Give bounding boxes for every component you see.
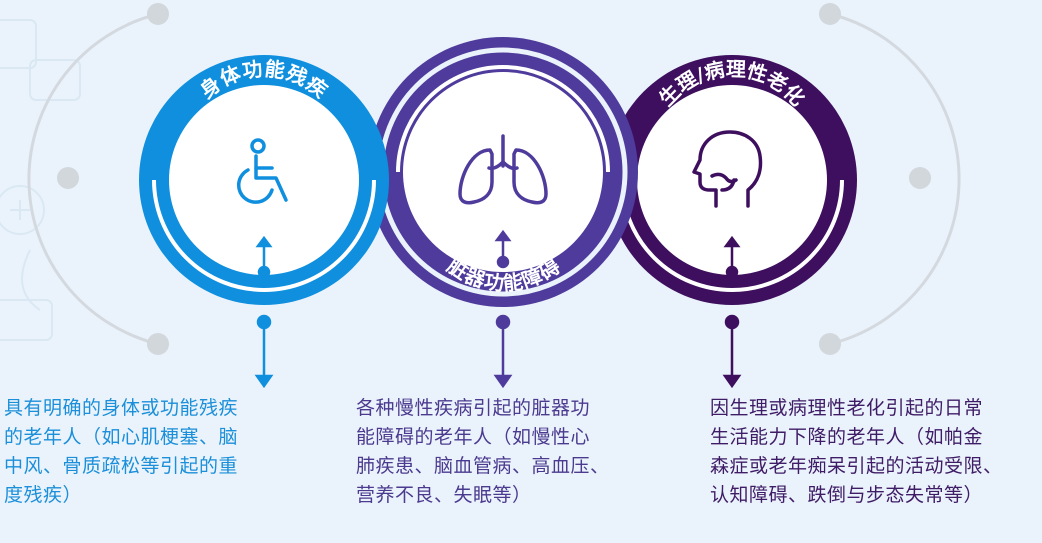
description-line: 能障碍的老年人（如慢性心 — [356, 426, 591, 448]
connector-physical — [254, 235, 274, 389]
description-line: 度残疾） — [4, 484, 83, 506]
description-organ: 各种慢性疾病引起的脏器功 能障碍的老年人（如慢性心 肺疾患、脑血管病、高血压、 … — [356, 394, 610, 510]
description-line: 的老年人（如心肌梗塞、脑 — [4, 426, 239, 448]
description-physical: 具有明确的身体或功能残疾 的老年人（如心肌梗塞、脑 中风、骨质疏松等引起的重 度… — [4, 394, 238, 510]
outer-track — [27, 12, 961, 346]
head-profile-icon — [692, 130, 763, 208]
lungs-icon — [458, 134, 548, 205]
connector-aging — [722, 235, 742, 389]
circle-physical — [139, 55, 389, 305]
description-line: 认知障碍、跌倒与步态失常等） — [710, 484, 984, 506]
description-line: 肺疾患、脑血管病、高血压、 — [356, 455, 610, 477]
track-nodes — [57, 3, 931, 355]
description-line: 森症或老年痴呆引起的活动受限、 — [710, 455, 1003, 477]
circle-organ — [368, 37, 638, 307]
connector-organ — [493, 229, 513, 389]
description-line: 具有明确的身体或功能残疾 — [4, 397, 239, 419]
background-decoration — [0, 19, 81, 341]
description-line: 生活能力下降的老年人（如帕金 — [710, 426, 984, 448]
description-line: 营养不良、失眠等） — [356, 484, 532, 506]
description-line: 因生理或病理性老化引起的日常 — [710, 397, 984, 419]
wheelchair-icon — [237, 138, 288, 204]
description-line: 各种慢性疾病引起的脏器功 — [356, 397, 591, 419]
description-aging: 因生理或病理性老化引起的日常 生活能力下降的老年人（如帕金 森症或老年痴呆引起的… — [710, 394, 1003, 510]
description-line: 中风、骨质疏松等引起的重 — [4, 455, 239, 477]
